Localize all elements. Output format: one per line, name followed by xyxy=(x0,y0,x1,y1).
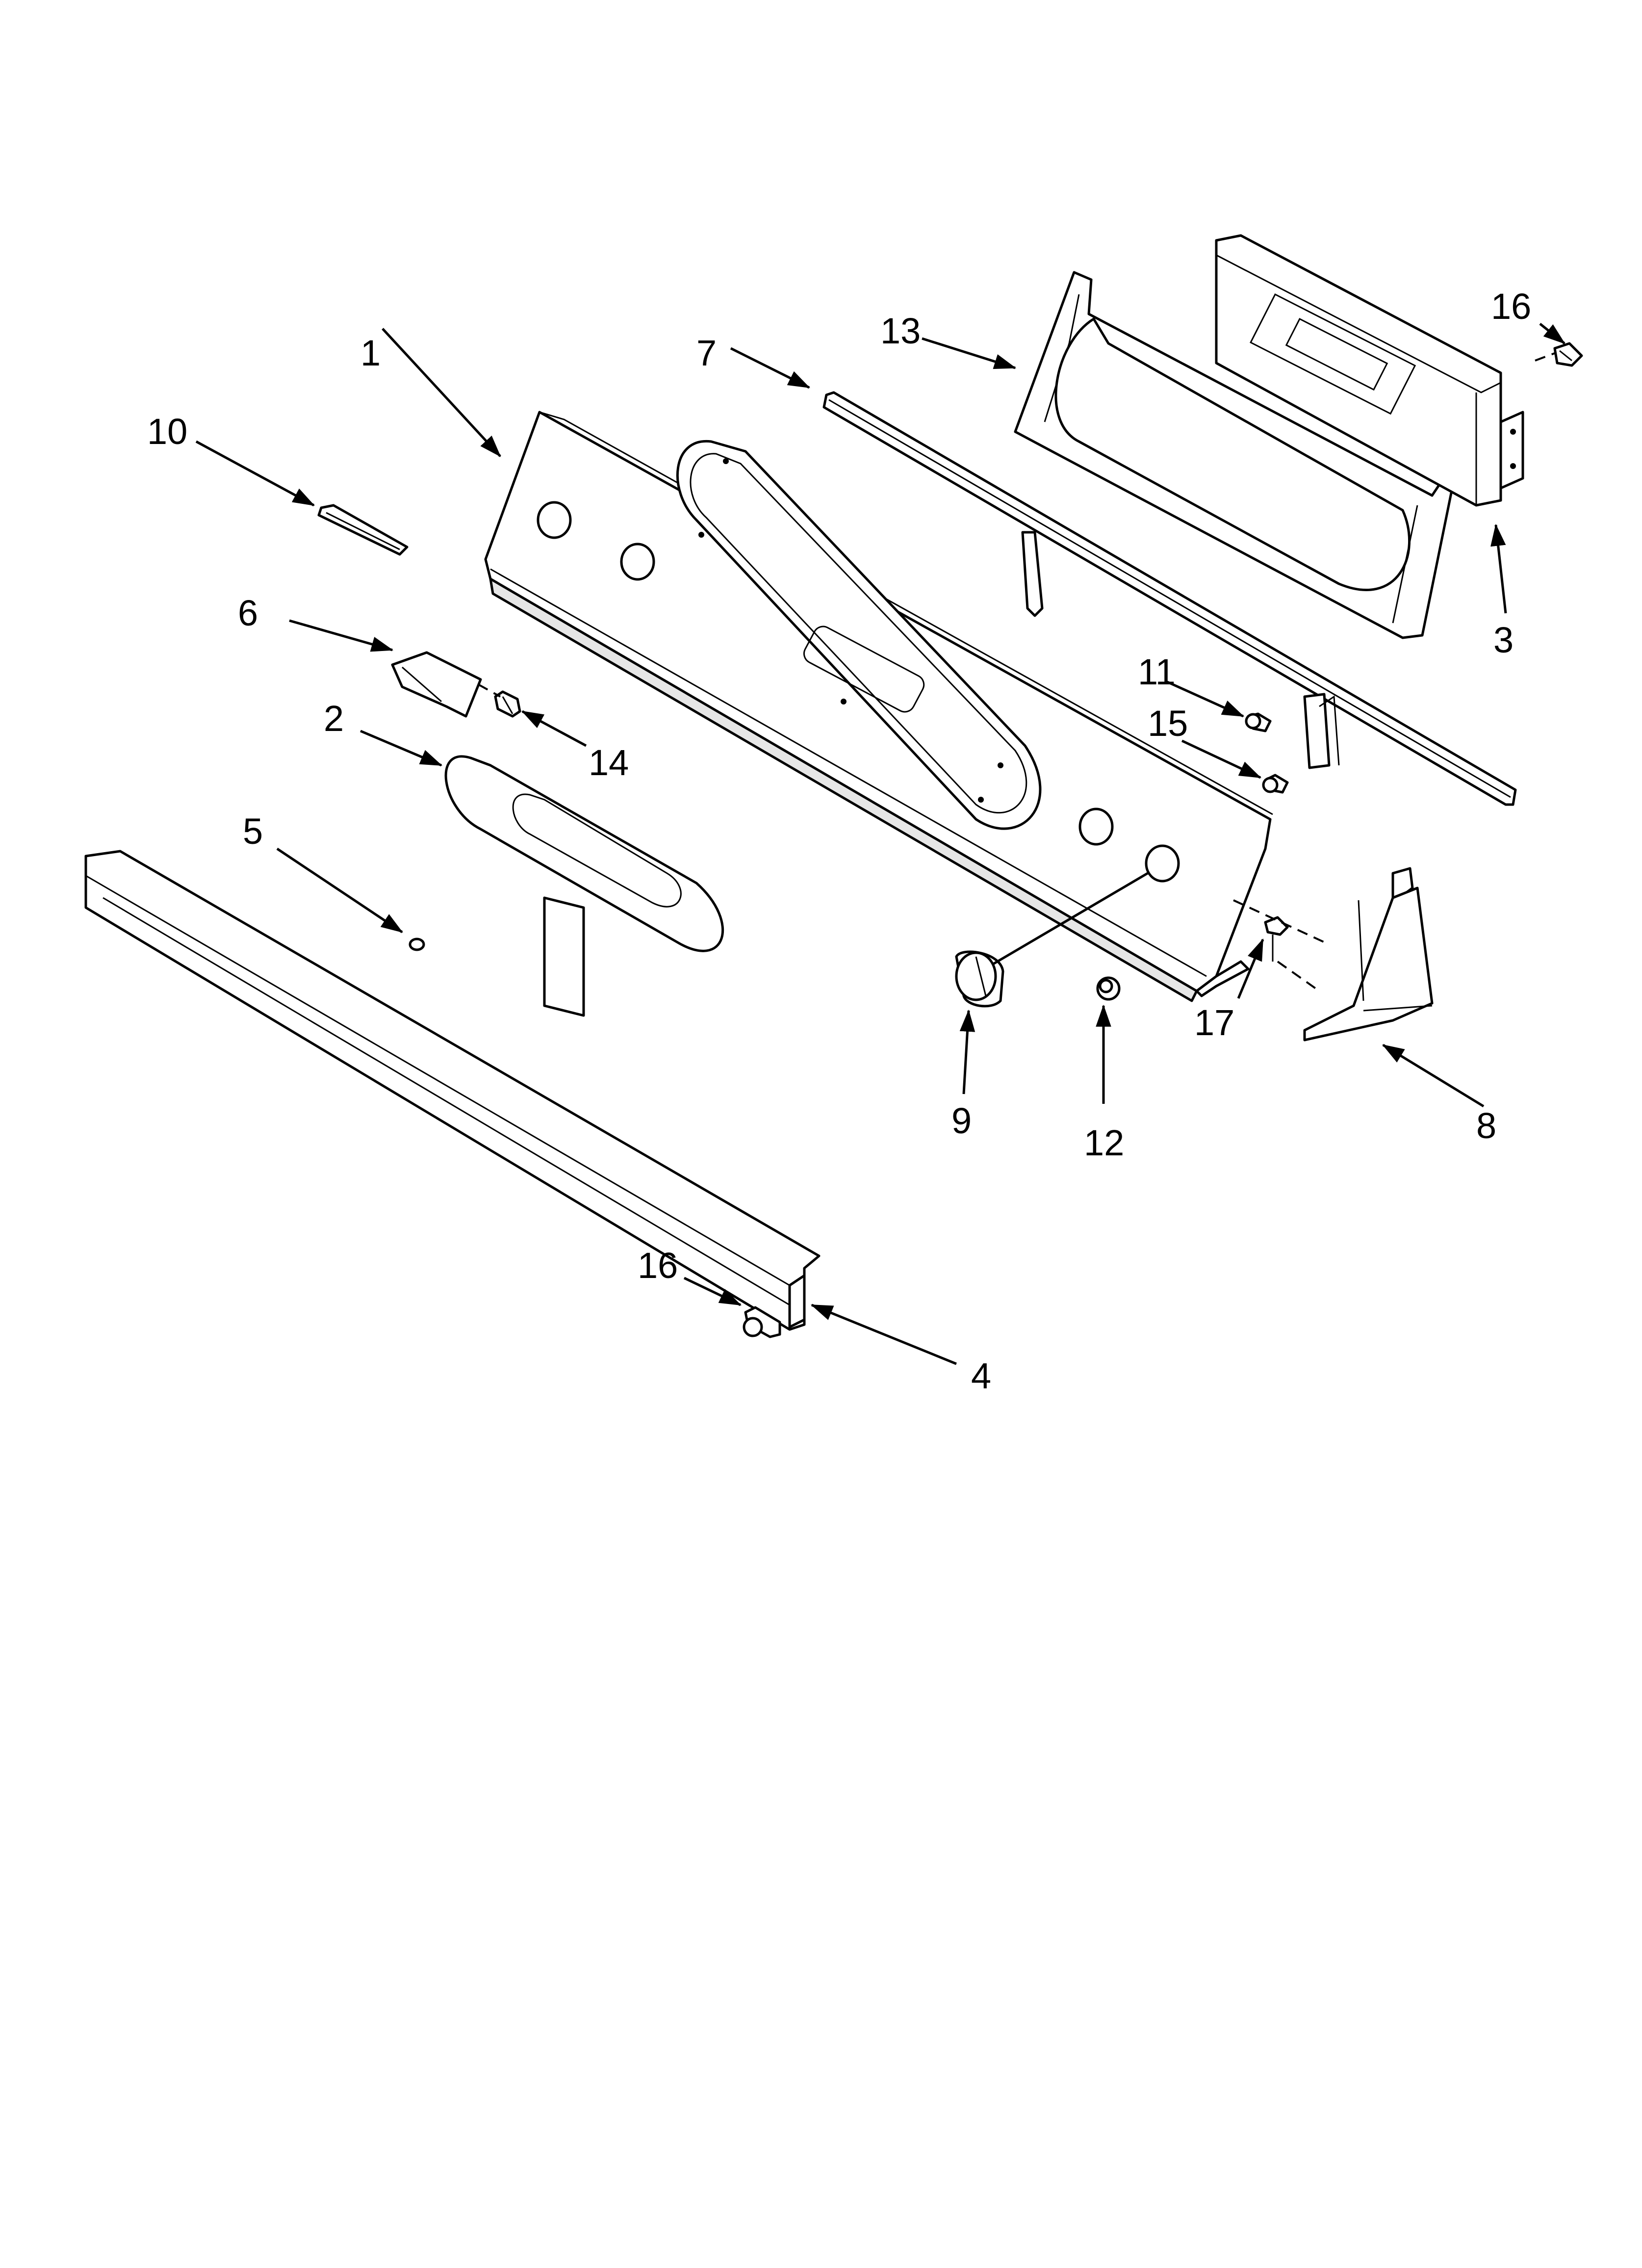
callout-8: 8 xyxy=(1476,1105,1496,1146)
callout-15: 15 xyxy=(1148,703,1188,744)
callout-1: 1 xyxy=(360,333,381,373)
part-3-display-module xyxy=(1215,234,1524,507)
callout-3: 3 xyxy=(1493,620,1514,660)
callout-5: 5 xyxy=(243,811,263,852)
part-8-endcap xyxy=(1303,867,1434,1042)
part-10-lens xyxy=(317,504,409,556)
part-14-screw xyxy=(494,690,521,718)
callout-7: 7 xyxy=(696,333,717,373)
callout-11: 11 xyxy=(1138,652,1176,692)
part-12-knob xyxy=(1096,976,1121,1001)
part-2-nameplate xyxy=(444,755,724,1017)
callout-16-lower: 16 xyxy=(638,1245,678,1286)
callout-4: 4 xyxy=(971,1356,991,1396)
callout-16-upper: 16 xyxy=(1491,286,1531,327)
leader-lines xyxy=(195,323,1565,1365)
part-5-screw xyxy=(409,938,425,951)
part-11-screw xyxy=(1245,712,1272,732)
callout-13: 13 xyxy=(880,311,921,351)
part-17-screw xyxy=(1264,916,1289,962)
callout-17: 17 xyxy=(1194,1002,1234,1043)
callout-9: 9 xyxy=(951,1100,972,1141)
callout-labels: 1 10 7 13 16 3 11 15 6 2 14 5 17 9 12 8 … xyxy=(147,286,1531,1396)
part-16-screw-upper xyxy=(1553,342,1583,367)
part-4-trim xyxy=(84,850,821,1331)
callout-2: 2 xyxy=(324,698,344,739)
part-15-screw xyxy=(1262,774,1289,794)
part-7-rod xyxy=(822,391,1517,806)
part-13-bracket xyxy=(1014,271,1453,639)
callout-14: 14 xyxy=(589,742,629,783)
part-9-knob xyxy=(955,950,1004,1008)
callout-10: 10 xyxy=(147,411,187,452)
part-16-screw-lower xyxy=(743,1306,781,1338)
part-1-control-panel xyxy=(484,411,1273,1002)
callout-6: 6 xyxy=(238,593,258,633)
callout-12: 12 xyxy=(1084,1122,1124,1163)
part-6-cap xyxy=(391,651,482,718)
